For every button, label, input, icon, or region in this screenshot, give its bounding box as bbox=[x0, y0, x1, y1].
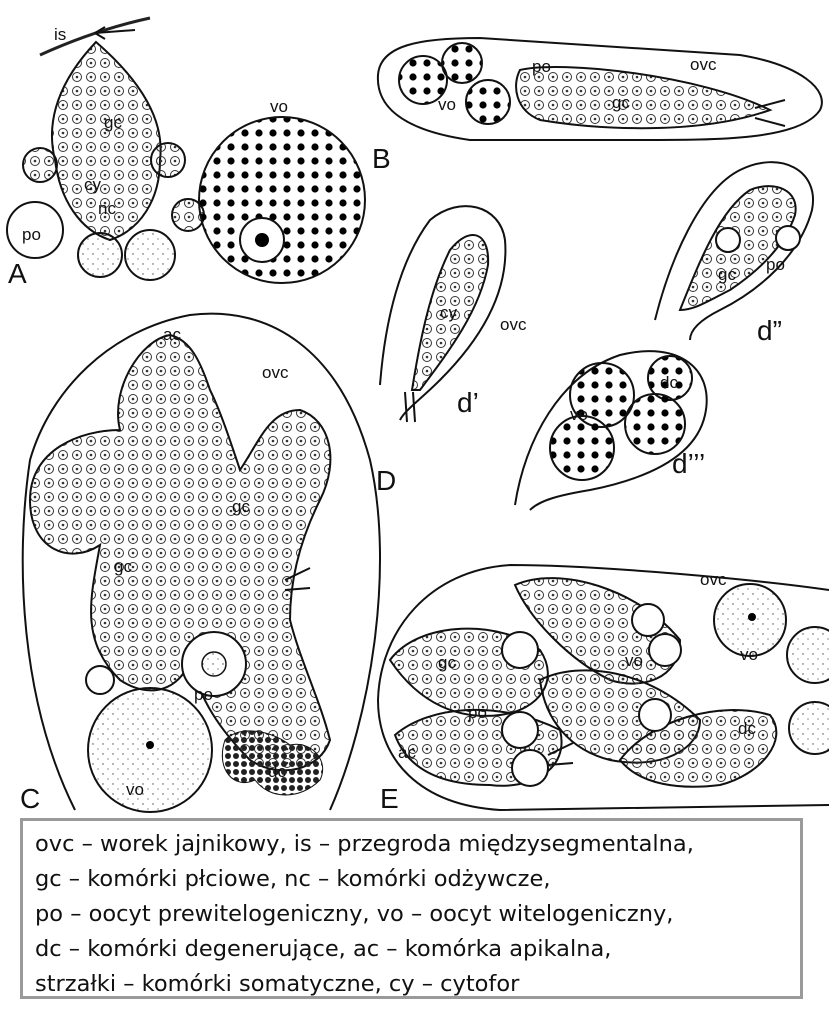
panel-letter-c: C bbox=[20, 783, 40, 814]
label-gc-c2: gc bbox=[114, 557, 132, 576]
panel-letter-b: B bbox=[372, 143, 391, 174]
label-vo-d: vo bbox=[570, 405, 588, 424]
label-vo-c: vo bbox=[126, 780, 144, 799]
ovary-diagram: is gc cy nc po vo A po ovc vo gc B ac ov… bbox=[0, 0, 829, 820]
label-is: is bbox=[54, 25, 66, 44]
label-po-c: po bbox=[194, 685, 213, 704]
panel-a: is gc cy nc po vo A bbox=[7, 18, 365, 289]
legend-line: strzałki – komórki somatyczne, cy – cyto… bbox=[35, 967, 788, 1002]
label-gc-d: gc bbox=[718, 265, 736, 284]
label-dc-c: dc bbox=[268, 762, 286, 781]
legend-line: dc – komórki degenerujące, ac – komórka … bbox=[35, 932, 788, 967]
label-po-a: po bbox=[22, 225, 41, 244]
panel-d: cy ovc gc po dc vo d’ d” d’’’ D bbox=[376, 162, 813, 510]
label-po-b: po bbox=[532, 57, 551, 76]
label-gc-e: gc bbox=[438, 653, 456, 672]
legend-box: ovc – worek jajnikowy, is – przegroda mi… bbox=[20, 818, 803, 999]
legend-line: ovc – worek jajnikowy, is – przegroda mi… bbox=[35, 827, 788, 862]
legend-line: gc – komórki płciowe, nc – komórki odżyw… bbox=[35, 862, 788, 897]
panel-letter-d: D bbox=[376, 465, 396, 496]
label-ac-e: ac bbox=[398, 743, 416, 762]
panel-letter-d3: d’’’ bbox=[672, 448, 705, 479]
label-vo-e2: vo bbox=[740, 645, 758, 664]
label-gc-c1: gc bbox=[232, 497, 250, 516]
label-po-e: po bbox=[468, 703, 487, 722]
panel-letter-a: A bbox=[8, 258, 27, 289]
label-ac-c: ac bbox=[163, 325, 181, 344]
panel-letter-d2: d” bbox=[757, 315, 782, 346]
label-vo-b: vo bbox=[438, 95, 456, 114]
label-ovc-b: ovc bbox=[690, 55, 717, 74]
label-vo-e1: vo bbox=[625, 651, 643, 670]
label-cy-d: cy bbox=[440, 303, 458, 322]
panel-letter-d1: d’ bbox=[457, 387, 479, 418]
label-ovc-c: ovc bbox=[262, 363, 289, 382]
vitellogenic-oocyte-a bbox=[199, 117, 365, 283]
legend-line: po – oocyt prewitelogeniczny, vo – oocyt… bbox=[35, 897, 788, 932]
panel-b: po ovc vo gc B bbox=[372, 38, 822, 174]
label-ovc-e: ovc bbox=[700, 570, 727, 589]
label-gc-a: gc bbox=[104, 113, 122, 132]
label-nc-a: nc bbox=[98, 199, 116, 218]
label-vo-a: vo bbox=[270, 97, 288, 116]
panel-c: ac ovc gc gc po dc vo C bbox=[20, 314, 380, 814]
label-gc-b: gc bbox=[612, 93, 630, 112]
vitellogenic-oocyte-c bbox=[88, 688, 212, 812]
label-dc-e: dc bbox=[738, 719, 756, 738]
panel-letter-e: E bbox=[380, 783, 399, 814]
label-po-d: po bbox=[766, 255, 785, 274]
label-dc-d: dc bbox=[660, 373, 678, 392]
label-ovc-d: ovc bbox=[500, 315, 527, 334]
label-cy-a: cy bbox=[84, 175, 102, 194]
panel-e: ovc gc vo vo po dc ac E bbox=[378, 565, 829, 814]
